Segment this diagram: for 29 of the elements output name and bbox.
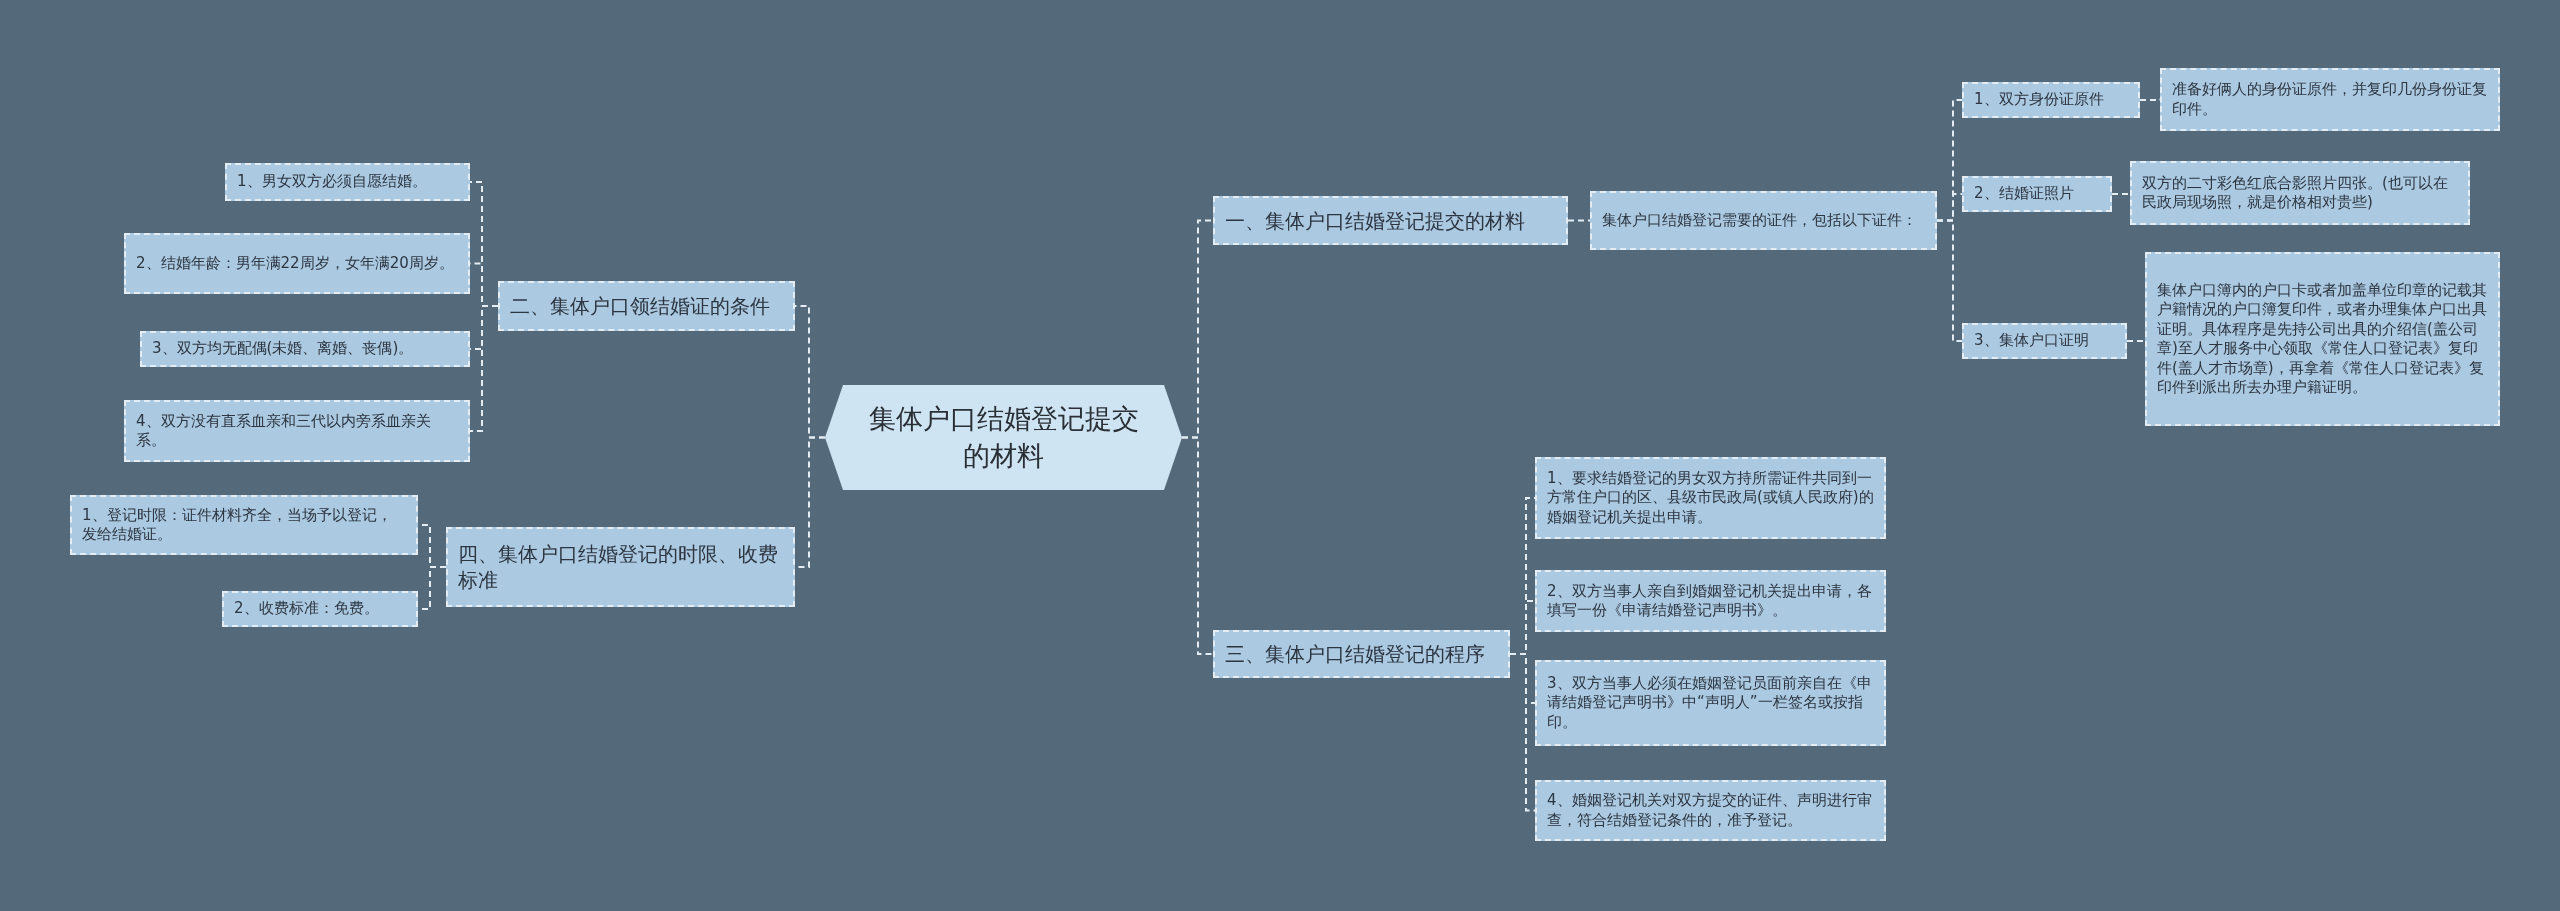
subtopic-box: 2、结婚证照片: [1962, 176, 2112, 212]
connector-line: [1181, 436, 1214, 655]
connector-line: [1936, 219, 1963, 342]
subtopic-box: 3、双方均无配偶(未婚、离婚、丧偶)。: [140, 331, 470, 367]
connector-line: [2111, 192, 2131, 195]
subtopic-box: 4、婚姻登记机关对双方提交的证件、声明进行审查，符合结婚登记条件的，准予登记。: [1535, 780, 1886, 841]
connector-line: [1509, 653, 1536, 812]
connector-line: [2126, 338, 2146, 342]
subtopic-box: 1、登记时限：证件材料齐全，当场予以登记，发给结婚证。: [70, 495, 418, 555]
topic-box: 三、集体户口结婚登记的程序: [1213, 630, 1510, 678]
subtopic-box: 准备好俩人的身份证原件，并复印几份身份证复印件。: [2160, 68, 2500, 131]
topic-box: 二、集体户口领结婚证的条件: [498, 281, 795, 331]
subtopic-box: 2、收费标准：免费。: [222, 591, 418, 627]
subtopic-box: 1、男女双方必须自愿结婚。: [225, 163, 470, 201]
subtopic-box: 2、双方当事人亲自到婚姻登记机关提出申请，各填写一份《申请结婚登记声明书》。: [1535, 570, 1886, 632]
connector-line: [1567, 219, 1591, 222]
subtopic-box: 3、双方当事人必须在婚姻登记员面前亲自在《申请结婚登记声明书》中“声明人”一栏签名或按指印。: [1535, 660, 1886, 746]
subtopic-box: 1、要求结婚登记的男女双方持所需证件共同到一方常住户口的区、县级市民政局(或镇人民政府)的婚姻登记机关提出申请。: [1535, 457, 1886, 539]
subtopic-box: 3、集体户口证明: [1962, 323, 2127, 359]
connector-line: [469, 305, 499, 432]
subtopic-box: 集体户口簿内的户口卡或者加盖单位印章的记载其户籍情况的户口簿复印件，或者办理集体户口出具证明。具体程序是先持公司出具的介绍信(盖公司章)至人才服务中心领取《常住人口登记表》复印件(盖人才市场章)，再拿着《常住人口登记表》复印件到派出所去办理户籍证明。: [2145, 252, 2500, 426]
subtopic-box: 双方的二寸彩色红底合影照片四张。(也可以在民政局现场照，就是价格相对贵些): [2130, 161, 2470, 225]
subtopic-box: 2、结婚年龄：男年满22周岁，女年满20周岁。: [124, 233, 470, 294]
central-topic: 集体户口结婚登记提交的材料: [825, 385, 1182, 490]
topic-box: 一、集体户口结婚登记提交的材料: [1213, 196, 1568, 245]
subtopic-box: 1、双方身份证原件: [1962, 82, 2140, 118]
topic-box: 四、集体户口结婚登记的时限、收费标准: [446, 527, 795, 607]
subtopic-box: 4、双方没有直系血亲和三代以内旁系血亲关系。: [124, 400, 470, 462]
subtopic-box: 集体户口结婚登记需要的证件，包括以下证件：: [1590, 191, 1937, 250]
